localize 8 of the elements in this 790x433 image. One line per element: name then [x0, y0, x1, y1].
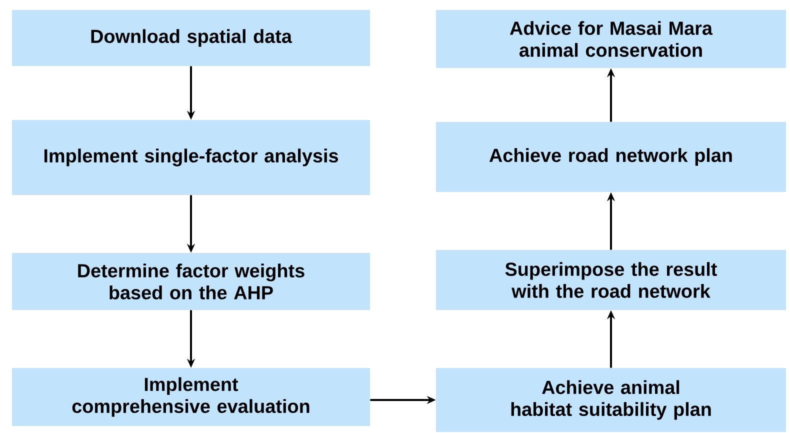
process-box: Superimpose the result with the road network — [436, 250, 786, 310]
process-box: Implement single-factor analysis — [12, 120, 370, 195]
process-box: Advice for Masai Mara animal conservation — [436, 10, 786, 68]
process-box: Determine factor weights based on the AHP — [12, 252, 370, 310]
process-box: Achieve animal habitat suitability plan — [436, 368, 786, 432]
process-box: Achieve road network plan — [436, 122, 786, 192]
process-box: Implement comprehensive evaluation — [12, 368, 370, 426]
process-box: Download spatial data — [12, 10, 370, 66]
